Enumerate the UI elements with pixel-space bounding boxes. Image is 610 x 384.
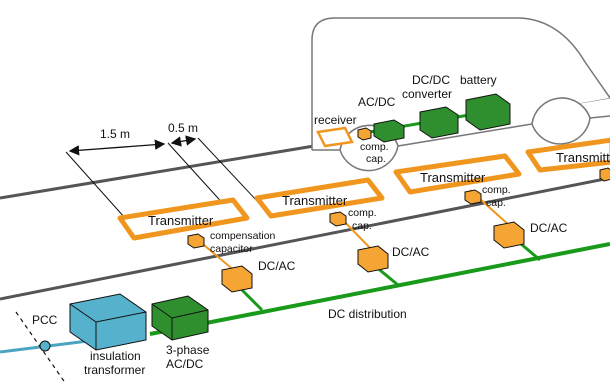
dcac-label-1: DC/AC <box>258 259 296 273</box>
comp-cap-label-2b: cap. <box>352 220 372 232</box>
compensation-label-1a: compensation <box>210 230 276 242</box>
comp-cap-icon-3 <box>464 189 482 205</box>
comp-cap-icon-2 <box>329 211 347 227</box>
dcdc-label-a: DC/DC <box>412 73 450 87</box>
three-phase-label-b: AC/DC <box>166 357 204 371</box>
transmitter-label-2: Transmitter <box>282 193 348 208</box>
dimension-1-5m: 1.5 m <box>100 127 130 141</box>
insulation-label-a: insulation <box>90 349 141 363</box>
grid-equipment: insulation transformer 3-phase AC/DC <box>69 293 210 377</box>
three-phase-label-a: 3-phase <box>166 343 210 357</box>
dcac-converter-icon-1 <box>221 265 253 293</box>
receiver-comp-label-b: cap. <box>366 153 386 165</box>
dimension-0-5m: 0.5 m <box>168 121 198 135</box>
comp-cap-label-3a: comp. <box>482 184 511 196</box>
receiver-coil <box>316 126 354 148</box>
vehicle-receiver-chain: receiver comp. cap. AC/DC DC/DC converte… <box>314 73 511 165</box>
dc-distribution-label: DC distribution <box>328 307 407 321</box>
dimension-markers: 1.5 m 0.5 m <box>65 121 259 219</box>
battery-box-icon <box>465 93 511 131</box>
receiver-label: receiver <box>314 113 357 127</box>
insulation-transformer-icon <box>69 293 147 351</box>
three-phase-acdc-icon <box>151 295 209 341</box>
transmitter-label-3: Transmitter <box>420 170 486 185</box>
acdc-box-icon <box>373 119 405 143</box>
comp-cap-icon-4 <box>599 167 610 182</box>
insulation-label-b: transformer <box>84 363 145 377</box>
comp-cap-label-3b: cap. <box>486 197 506 209</box>
comp-cap-label-2a: comp. <box>348 207 377 219</box>
dcac-label-2: DC/AC <box>392 245 430 259</box>
ac-grid-line: PCC <box>0 311 97 384</box>
dcac-converter-icon-3 <box>493 221 525 249</box>
transmitter-unit-2: Transmitter comp. cap. DC/AC <box>254 177 430 273</box>
transmitter-label-4: Transmitt <box>556 150 610 165</box>
compensation-label-1b: capacitor <box>210 243 253 255</box>
receiver-comp-cap-icon <box>357 127 372 141</box>
pcc-label: PCC <box>32 313 58 327</box>
battery-label: battery <box>460 73 497 87</box>
receiver-comp-label-a: comp. <box>360 141 389 153</box>
pcc-node <box>39 340 51 352</box>
acdc-vehicle-label: AC/DC <box>358 95 396 109</box>
transmitter-label-1: Transmitter <box>148 213 214 228</box>
transmitter-unit-4: Transmitt <box>525 137 610 182</box>
compensation-capacitor-icon-1 <box>187 233 205 249</box>
transmitter-unit-3: Transmitter comp. cap. DC/AC <box>393 153 568 249</box>
dcdc-label-b: converter <box>402 87 452 101</box>
dcdc-box-icon <box>419 106 459 139</box>
dcac-label-3: DC/AC <box>530 221 568 235</box>
dcac-converter-icon-2 <box>357 245 389 273</box>
transmitter-unit-1: Transmitter compensation capacitor DC/AC <box>117 197 296 293</box>
